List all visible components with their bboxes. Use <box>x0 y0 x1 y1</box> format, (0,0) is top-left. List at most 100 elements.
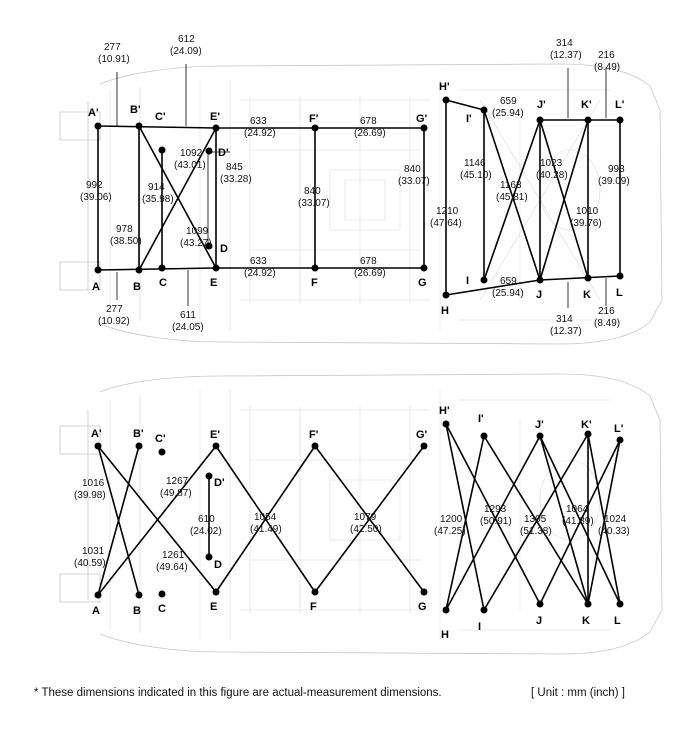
bottom-dim-1064-mm: 1064 <box>566 504 589 515</box>
top-point-K <box>584 274 592 282</box>
bottom-point-F-prime <box>311 442 319 450</box>
bottom-point-A <box>94 591 102 599</box>
top-dim-612-mm: 612 <box>178 34 195 45</box>
top-dim-216-in: (8.49) <box>594 62 620 73</box>
top-point-K-prime <box>584 116 592 124</box>
top-label-G: G <box>418 277 427 289</box>
bottom-point-I-prime <box>480 432 488 440</box>
measurement-footnote: * These dimensions indicated in this fig… <box>34 687 674 699</box>
top-dim-992-in: (39.06) <box>80 192 112 203</box>
bottom-dim-1261-in: (49.64) <box>156 562 188 573</box>
top-point-J <box>536 276 544 284</box>
top-dim-1092-in: (43.01) <box>174 160 206 171</box>
top-dim-1210-mm: 1210 <box>436 206 459 217</box>
top-label-I-prime: I' <box>466 113 472 125</box>
top-dim-1023-mm: 1023 <box>540 158 563 169</box>
bottom-dim-1261-mm: 1261 <box>162 550 185 561</box>
bottom-point-F <box>311 588 319 596</box>
top-dim-978-mm: 978 <box>116 224 133 235</box>
top-dim-277b-mm: 277 <box>106 304 123 315</box>
top-dim-277-in: (10.91) <box>98 54 130 65</box>
top-dim-1010-in: (39.76) <box>570 218 602 229</box>
top-label-K-prime: K' <box>581 99 592 111</box>
top-dim-992-mm: 992 <box>86 180 103 191</box>
top-label-L: L <box>616 287 623 299</box>
top-point-C-prime <box>158 146 166 154</box>
top-dim-1099-mm: 1099 <box>186 226 209 237</box>
bottom-point-K <box>584 600 592 608</box>
top-label-D: D <box>220 243 228 255</box>
bottom-dim-1200-mm: 1200 <box>440 514 463 525</box>
bottom-point-D-prime <box>205 472 213 480</box>
bottom-point-E <box>212 588 220 596</box>
top-point-J-prime <box>536 116 544 124</box>
top-point-H-prime <box>442 96 450 104</box>
bottom-point-L-prime <box>616 436 624 444</box>
top-point-A <box>94 266 102 274</box>
bottom-label-F-prime: F' <box>309 429 319 441</box>
bottom-label-K: K <box>582 615 590 627</box>
top-dim-1146-mm: 1146 <box>464 158 486 169</box>
bottom-dim-1079-mm: 1079 <box>354 512 377 523</box>
top-dim-314-in: (12.37) <box>550 50 582 61</box>
top-dim-659b-in: (25.94) <box>492 288 524 299</box>
top-dim-314b-mm: 314 <box>556 314 573 325</box>
top-dim-1146-in: (45.10) <box>460 170 492 181</box>
bottom-point-C <box>158 590 166 598</box>
bottom-point-J <box>536 600 544 608</box>
bottom-point-D <box>205 553 213 561</box>
bottom-dim-610-mm: 610 <box>198 514 215 525</box>
bottom-label-B: B <box>133 605 141 617</box>
top-point-C <box>158 264 166 272</box>
top-dimension-lines <box>97 99 621 296</box>
top-dim-993-in: (39.09) <box>598 176 630 187</box>
top-label-F: F <box>311 277 318 289</box>
bottom-label-C: C <box>158 603 166 615</box>
top-point-F-prime <box>311 124 319 132</box>
top-point-G <box>420 264 428 272</box>
bottom-dim-1016-mm: 1016 <box>82 478 105 489</box>
top-dim-845-in: (33.28) <box>220 174 252 185</box>
top-dim-1010-mm: 1010 <box>576 206 599 217</box>
bottom-vehicle-outline <box>59 373 663 655</box>
bottom-point-L <box>616 600 624 608</box>
bottom-point-A-prime <box>94 442 102 450</box>
top-dim-1099-in: (43.27) <box>180 238 212 249</box>
bottom-label-I: I <box>478 621 481 633</box>
top-dim-840-right-in: (33.07) <box>398 176 430 187</box>
top-label-C: C <box>159 277 167 289</box>
bottom-point-B <box>135 591 143 599</box>
top-point-B <box>135 266 143 274</box>
top-point-L <box>616 272 624 280</box>
top-point-labels: A' B' C' D' E' F' G' H' I' J' K' L' A B … <box>88 81 625 317</box>
top-point-E-prime <box>212 124 220 132</box>
top-point-D-prime <box>205 147 213 155</box>
bottom-dim-1031-in: (40.59) <box>74 558 106 569</box>
top-dim-840-mid-mm: 840 <box>304 186 321 197</box>
bottom-point-H-prime <box>442 420 450 428</box>
top-dim-840-mid-in: (33.07) <box>298 198 330 209</box>
top-label-J-prime: J' <box>537 99 546 111</box>
top-dim-314b-in: (12.37) <box>550 326 582 337</box>
top-dim-633-mm: 633 <box>250 116 267 127</box>
top-dim-678-mm: 678 <box>360 116 377 127</box>
bottom-label-D-prime: D' <box>214 477 225 489</box>
bottom-point-labels: A' B' C' D' E' F' G' H' I' J' K' L' A B … <box>91 405 624 641</box>
bottom-label-E-prime: E' <box>210 429 220 441</box>
top-point-A-prime <box>94 122 102 130</box>
top-dim-277b-in: (10.92) <box>98 316 130 327</box>
bottom-label-H-prime: H' <box>439 405 450 417</box>
top-dim-678-in: (26.69) <box>354 128 386 139</box>
top-label-K: K <box>583 289 591 301</box>
top-dim-611-mm: 611 <box>180 310 196 321</box>
top-label-A-prime: A' <box>88 107 99 119</box>
top-dim-993-mm: 993 <box>608 164 625 175</box>
bottom-dim-1054-in: (41.49) <box>250 524 282 535</box>
bottom-point-I <box>480 606 488 614</box>
bottom-point-G <box>420 588 428 596</box>
bottom-dim-1293-mm: 1293 <box>484 504 507 515</box>
top-dim-314-mm: 314 <box>556 38 573 49</box>
bottom-label-F: F <box>310 601 317 613</box>
bottom-label-L-prime: L' <box>614 423 624 435</box>
